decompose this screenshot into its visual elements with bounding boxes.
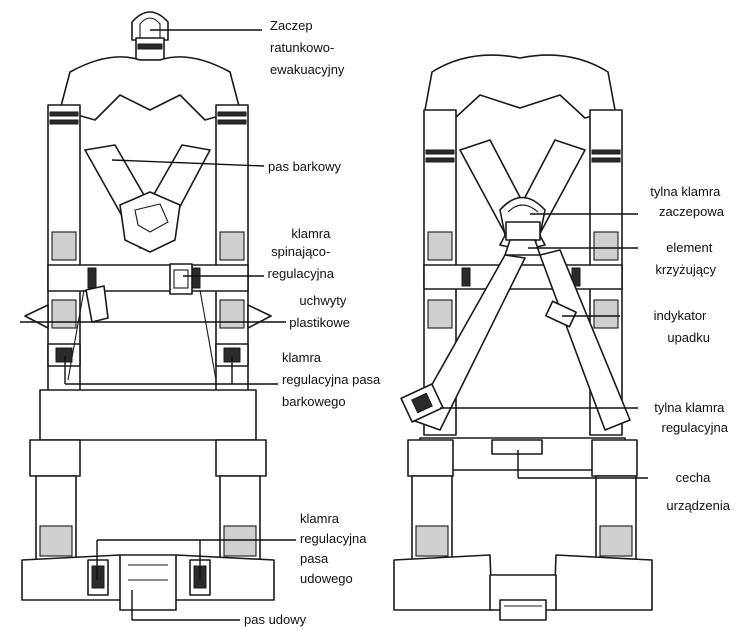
label-pas-barkowy: pas barkowy xyxy=(268,159,341,174)
label-pas-udowy: pas udowy xyxy=(244,612,307,627)
front-view xyxy=(21,11,275,611)
label-tylna-klamra-zaczepowa: tylna klamra zaczepowa xyxy=(650,184,724,219)
label-klamra-barkowego: klamra regulacyjna pasa barkowego xyxy=(282,350,384,409)
label-indykator: indykator upadku xyxy=(654,308,710,345)
label-tylna-klamra-regulacyjna: tylna klamra regulacyjna xyxy=(654,400,728,435)
label-klamra-udowego: klamra regulacyjna pasa udowego xyxy=(300,511,370,586)
back-view xyxy=(393,54,653,621)
label-klamra-spinajaco: klamra spinająco- regulacyjna xyxy=(268,226,335,281)
label-zaczep: Zaczep ratunkowo- ewakuacyjny xyxy=(270,18,345,77)
label-cecha: cecha urządzenia xyxy=(666,470,730,513)
leader-lines xyxy=(20,29,648,621)
label-uchwyty: uchwyty plastikowe xyxy=(289,293,350,330)
labels: Zaczep ratunkowo- ewakuacyjny pas barkow… xyxy=(244,18,731,627)
label-element-krzyzujacy: element krzyżujący xyxy=(655,240,716,277)
